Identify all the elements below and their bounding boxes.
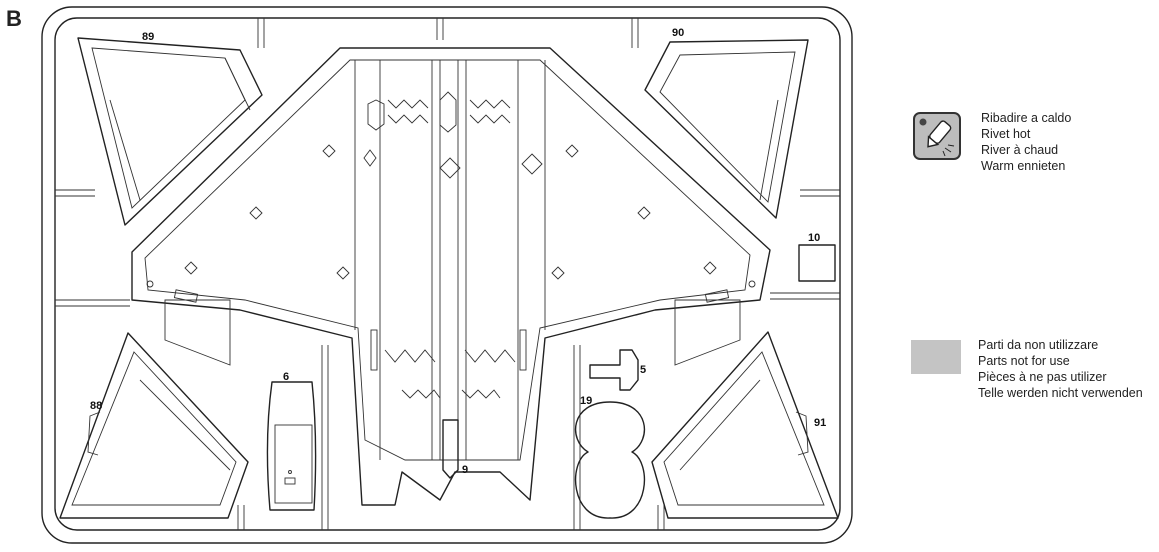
- hot-rivet-icon: [913, 112, 961, 160]
- part-90-panel: [644, 39, 809, 219]
- part-number-91: 91: [814, 417, 826, 429]
- part-number-90: 90: [672, 27, 684, 39]
- legend-line: Rivet hot: [981, 127, 1031, 141]
- legend-line: Pièces à ne pas utilizer: [978, 370, 1107, 384]
- part-19-peanut: [574, 401, 646, 519]
- part-number-6: 6: [283, 371, 289, 383]
- sprue-frame-outer: [41, 6, 853, 544]
- part-9-nose: [442, 419, 459, 479]
- legend-line: Parts not for use: [978, 354, 1070, 368]
- sprue-frame-inner: [54, 17, 841, 531]
- part-number-9: 9: [462, 464, 468, 476]
- not-for-use-legend: Parti da non utilizzare Parts not for us…: [978, 337, 1143, 401]
- part-91-panel: [651, 331, 839, 519]
- fuselage-wing-part: [131, 47, 771, 506]
- part-number-10: 10: [808, 232, 820, 244]
- legend-line: Parti da non utilizzare: [978, 338, 1099, 352]
- not-for-use-swatch: [911, 340, 961, 374]
- sprue-gates: [55, 18, 840, 530]
- part-88-panel: [59, 332, 249, 519]
- part-number-5: 5: [640, 364, 646, 376]
- part-10-square: [798, 244, 836, 282]
- part-number-88: 88: [90, 400, 102, 412]
- part-number-19: 19: [580, 395, 592, 407]
- sheet-label: B: [6, 6, 22, 31]
- rivet-hot-legend: Ribadire a caldo Rivet hot River à chaud…: [981, 110, 1071, 174]
- legend-line: Telle werden nicht verwenden: [978, 386, 1143, 400]
- part-5-clip: [589, 349, 639, 391]
- part-89-panel: [77, 37, 263, 226]
- legend-line: Ribadire a caldo: [981, 111, 1072, 125]
- legend-line: Warm ennieten: [981, 159, 1066, 173]
- part-number-89: 89: [142, 31, 154, 43]
- legend-line: River à chaud: [981, 143, 1059, 157]
- part-6-canopy: [266, 381, 317, 511]
